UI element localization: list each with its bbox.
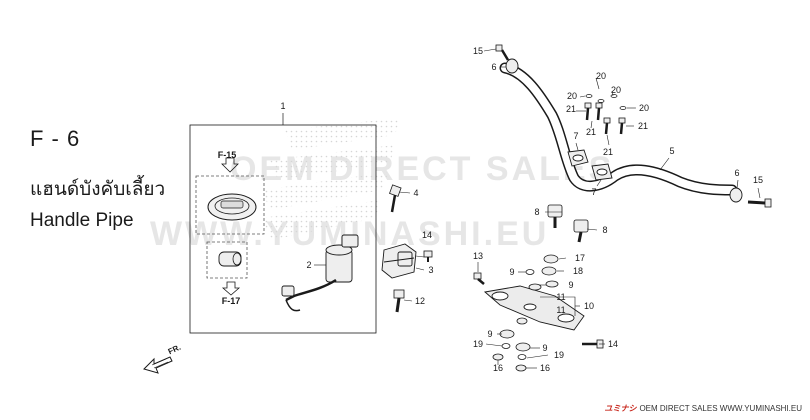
wing-watermark bbox=[262, 118, 400, 240]
callout-15-right: 15 bbox=[752, 175, 764, 185]
callout-2: 2 bbox=[306, 260, 312, 270]
bolt-part-13 bbox=[473, 272, 485, 285]
footer-text: OEM DIRECT SALES WWW.YUMINASHI.EU bbox=[639, 404, 802, 413]
callout-14-upper: 14 bbox=[421, 230, 433, 240]
callout-10: 10 bbox=[583, 301, 595, 311]
callout-3: 3 bbox=[428, 265, 434, 275]
callout-14-lower: 14 bbox=[607, 339, 619, 349]
callout-9-d: 9 bbox=[542, 343, 548, 353]
callout-15-left: 15 bbox=[472, 46, 484, 56]
lower-bolt-part-8-right bbox=[573, 219, 589, 243]
ref-label-top: F-15 bbox=[217, 150, 237, 160]
callout-21-d: 21 bbox=[602, 147, 614, 157]
callout-5: 5 bbox=[669, 146, 675, 156]
callout-19-right: 19 bbox=[553, 350, 565, 360]
callout-9-b: 9 bbox=[568, 280, 574, 290]
ref-box-seat-lock bbox=[206, 241, 248, 279]
ref-box-fuel-cap bbox=[195, 175, 265, 235]
callout-18: 18 bbox=[572, 266, 584, 276]
upper-holder-part-7-right bbox=[591, 163, 613, 181]
top-bridge-part-10 bbox=[483, 285, 585, 331]
callout-16-left: 16 bbox=[492, 363, 504, 373]
callout-20-d: 20 bbox=[638, 103, 650, 113]
callout-7-right: 7 bbox=[591, 187, 597, 197]
ref-label-bottom: F-17 bbox=[221, 296, 241, 306]
title-english: Handle Pipe bbox=[30, 210, 134, 231]
bolt-part-14-upper bbox=[423, 250, 433, 262]
callout-9-a: 9 bbox=[509, 267, 515, 277]
callout-13: 13 bbox=[472, 251, 484, 261]
callout-8-left: 8 bbox=[534, 207, 540, 217]
ignition-switch-part bbox=[281, 234, 359, 312]
key-cylinder-part bbox=[381, 243, 417, 279]
holder-bolts-21 bbox=[584, 102, 626, 135]
callout-21-a: 21 bbox=[565, 104, 577, 114]
bolt-part-4 bbox=[389, 184, 402, 213]
title-thai: แฮนด์บังคับเลี้ยว bbox=[30, 179, 166, 200]
end-bolt-part-15-right bbox=[747, 198, 772, 208]
callout-8-right: 8 bbox=[602, 225, 608, 235]
arrow-down-outline bbox=[221, 281, 241, 296]
callout-19-left: 19 bbox=[472, 339, 484, 349]
callout-21-c: 21 bbox=[637, 121, 649, 131]
seat-lock-part bbox=[218, 251, 242, 267]
callout-6-left: 6 bbox=[491, 62, 497, 72]
lower-bolt-part-8-left bbox=[547, 204, 563, 228]
end-weight-part-6-left bbox=[505, 58, 519, 74]
callout-17: 17 bbox=[574, 253, 586, 263]
arrow-up-outline bbox=[221, 157, 239, 173]
callout-4: 4 bbox=[413, 188, 419, 198]
callout-11-a: 11 bbox=[556, 292, 566, 302]
upper-holder-part-7-left bbox=[567, 149, 589, 167]
footer-brand-logo: ユミナシ bbox=[604, 404, 637, 413]
section-code: F - 6 bbox=[30, 126, 81, 151]
callout-9-c: 9 bbox=[487, 329, 493, 339]
callout-12: 12 bbox=[414, 296, 426, 306]
callout-20-c: 20 bbox=[610, 85, 622, 95]
end-bolt-part-15-left bbox=[495, 44, 510, 61]
end-weight-part-6-right bbox=[729, 187, 743, 203]
callout-7-left: 7 bbox=[573, 131, 579, 141]
callout-16-right: 16 bbox=[539, 363, 551, 373]
washers-20 bbox=[585, 94, 627, 110]
front-arrow-icon bbox=[143, 356, 173, 374]
callout-20-b: 20 bbox=[566, 91, 578, 101]
callout-1: 1 bbox=[280, 101, 286, 111]
callout-20-a: 20 bbox=[595, 71, 607, 81]
leader-lines bbox=[314, 48, 761, 369]
callout-6-right: 6 bbox=[734, 168, 740, 178]
callout-21-b: 21 bbox=[585, 127, 597, 137]
bolt-part-12 bbox=[393, 289, 405, 313]
callout-11-b: 11 bbox=[556, 305, 566, 315]
